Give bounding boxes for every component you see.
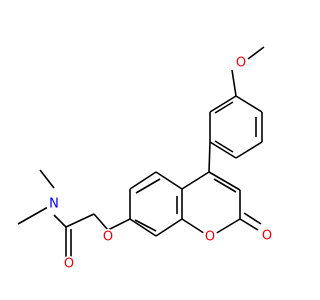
- svg-text:O: O: [103, 230, 113, 245]
- atom-label-methoxy-oxygen: O: [233, 55, 249, 71]
- methoxyphenyl-ring: [209, 95, 263, 159]
- acetamide-side-chain: [17, 169, 131, 257]
- atom-label-ring-oxygen: O: [202, 229, 218, 245]
- benzo-ring: [129, 171, 183, 237]
- svg-text:O: O: [236, 56, 246, 71]
- svg-text:O: O: [64, 257, 74, 272]
- svg-text:N: N: [49, 197, 59, 212]
- atom-label-ether-oxygen: O: [100, 229, 116, 245]
- methoxy-group: [231, 46, 265, 97]
- molecule-structure-diagram: O O O O O N: [17, 46, 275, 272]
- atom-label-amide-carbonyl-oxygen: O: [61, 256, 77, 272]
- atom-label-amide-nitrogen: N: [46, 196, 62, 212]
- pyrone-ring: [181, 171, 262, 238]
- svg-text:O: O: [262, 229, 272, 244]
- atom-label-lactone-carbonyl-oxygen: O: [259, 228, 275, 244]
- aryl-link-bond: [208, 141, 211, 173]
- svg-text:O: O: [205, 230, 215, 245]
